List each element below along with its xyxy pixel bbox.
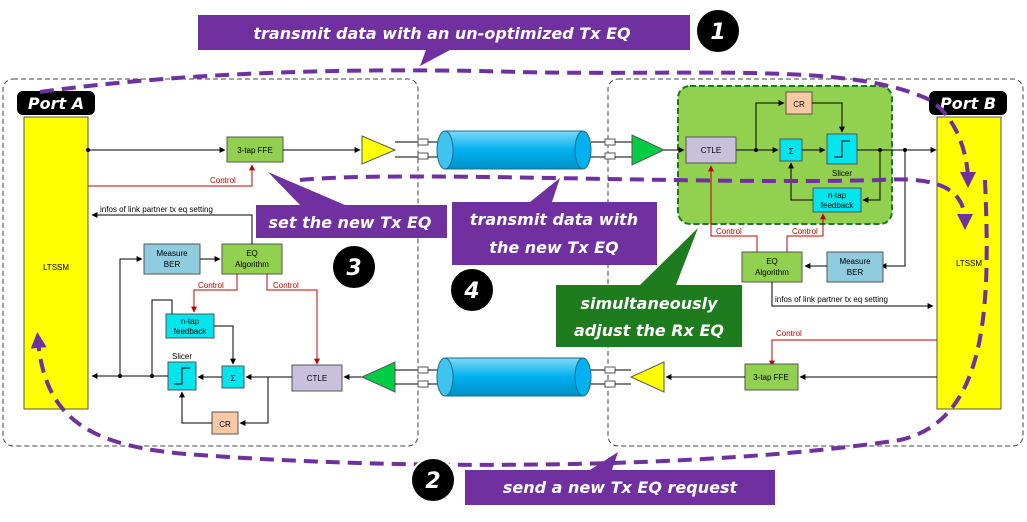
port-b-ffe-label: 3-tap FFE bbox=[753, 373, 789, 382]
port-a-slicer-label: Slicer bbox=[172, 352, 192, 361]
port-b-ffe-control-label: Control bbox=[776, 329, 802, 338]
port-b-ntap-line1: n-tap bbox=[828, 191, 847, 200]
port-a-ctle-control-label: Control bbox=[273, 281, 299, 290]
port-a-ltssm-label: LTSSM bbox=[43, 263, 69, 272]
flow-path-step-1 bbox=[39, 68, 976, 188]
port-b-ltssm-label: LTSSM bbox=[956, 259, 982, 268]
port-b-slicer-label: Slicer bbox=[832, 169, 852, 178]
port-a-ntap-line2: feedback bbox=[174, 327, 207, 336]
port-b-ffe-block bbox=[744, 363, 799, 391]
port-b-boundary bbox=[607, 78, 1024, 447]
flow-path-step-2 bbox=[30, 179, 989, 467]
port-b-ntap-feedback bbox=[812, 187, 862, 213]
port-b-ntap-line2: feedback bbox=[821, 201, 854, 210]
step-2-badge bbox=[410, 457, 456, 503]
port-b-ctle-label: CTLE bbox=[701, 146, 721, 155]
channel-bottom-cable bbox=[417, 357, 616, 397]
port-a-ntap-control-label: Control bbox=[198, 281, 224, 290]
step-2-number: 2 bbox=[425, 469, 440, 494]
step-3-badge bbox=[331, 244, 377, 290]
port-b-sum-label: Σ bbox=[789, 147, 794, 156]
step-4-number: 4 bbox=[463, 279, 479, 304]
port-a-ltssm-block bbox=[23, 116, 89, 410]
port-a-cr-label: CR bbox=[219, 420, 231, 429]
port-a-measure-ber bbox=[143, 243, 201, 275]
port-b-infos-label: infos of link partner tx eq setting bbox=[775, 295, 888, 304]
port-b-rx-amp bbox=[631, 134, 666, 166]
callout-step-3-text: set the new Tx EQ bbox=[269, 213, 432, 232]
port-a-eq-line1: EQ bbox=[246, 249, 258, 258]
callout-step-4-line1: transmit data with bbox=[470, 210, 638, 229]
port-b-ctle bbox=[685, 136, 737, 164]
port-b-measure-ber bbox=[826, 251, 884, 283]
port-b-ntap-control-label: Control bbox=[792, 227, 818, 236]
step-1-badge bbox=[695, 8, 741, 54]
port-a-tx-driver bbox=[361, 135, 397, 165]
rx-eq-note-line1: simultaneously bbox=[580, 294, 718, 313]
port-b-ltssm-block bbox=[936, 116, 1002, 410]
callout-step-4-line2: the new Tx EQ bbox=[489, 238, 619, 257]
port-a-ffe-block bbox=[226, 136, 284, 163]
callout-step-3-box bbox=[256, 172, 447, 238]
channel-top-cable bbox=[417, 130, 616, 170]
port-a-sum-label: Σ bbox=[231, 374, 236, 383]
callout-step-1-text: transmit data with an un-optimized Tx EQ bbox=[253, 24, 631, 43]
port-b-label-bg bbox=[929, 91, 1007, 115]
port-b-eq-line2: Algorithm bbox=[755, 268, 789, 277]
callout-step-4-box bbox=[452, 178, 657, 265]
port-a-rx-amp bbox=[360, 361, 396, 393]
flow-path-step-4 bbox=[299, 174, 973, 230]
port-a-ber-line2: BER bbox=[164, 260, 181, 269]
port-a-infos-label: infos of link partner tx eq setting bbox=[100, 205, 213, 214]
port-b-eq-line1: EQ bbox=[766, 257, 778, 266]
port-a-boundary bbox=[2, 78, 419, 447]
callout-step-2-box bbox=[465, 452, 775, 505]
port-a-label-bg bbox=[17, 91, 95, 115]
port-b-cr-label: CR bbox=[793, 100, 805, 109]
rx-eq-note-box bbox=[556, 228, 742, 347]
port-a-ctle bbox=[291, 364, 343, 392]
callout-step-2-text: send a new Tx EQ request bbox=[503, 478, 739, 497]
port-a-ber-line1: Measure bbox=[156, 249, 188, 258]
port-a-ffe-label: 3-tap FFE bbox=[237, 146, 273, 155]
port-b-ber-line1: Measure bbox=[839, 257, 871, 266]
port-a-eq-line2: Algorithm bbox=[235, 260, 269, 269]
step-4-badge bbox=[449, 267, 495, 313]
port-b-tx-driver bbox=[629, 361, 665, 393]
port-a-ntap-line1: n-tap bbox=[181, 317, 200, 326]
port-b-ctle-control-label: Control bbox=[716, 227, 742, 236]
callout-step-1-box bbox=[198, 15, 690, 66]
port-a-ffe-control-label: Control bbox=[210, 176, 236, 185]
port-a-label: Port A bbox=[28, 94, 84, 113]
port-b-label: Port B bbox=[940, 94, 996, 113]
port-a-ntap-feedback bbox=[165, 313, 215, 339]
step-3-number: 3 bbox=[346, 256, 361, 281]
port-a-ctle-label: CTLE bbox=[307, 374, 327, 383]
step-1-number: 1 bbox=[710, 20, 725, 45]
port-b-ber-line2: BER bbox=[847, 268, 864, 277]
rx-eq-note-line2: adjust the Rx EQ bbox=[574, 321, 724, 340]
